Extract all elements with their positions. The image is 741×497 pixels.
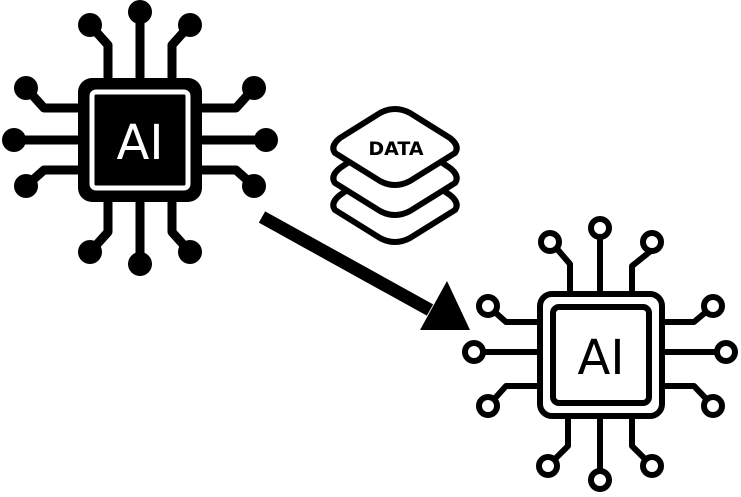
source-ai-chip: AI — [2, 0, 278, 276]
target-chip-body: AI — [537, 291, 665, 419]
target-chip-pins — [462, 216, 738, 492]
arrow-icon — [258, 211, 470, 330]
data-layer-top — [330, 106, 460, 188]
target-ai-chip: AI — [462, 216, 738, 492]
source-chip-label: AI — [117, 115, 164, 171]
source-chip-body: AI — [78, 78, 202, 202]
source-chip-pins — [2, 0, 278, 276]
target-chip-label: AI — [578, 330, 625, 386]
data-stack: DATA — [330, 106, 460, 245]
data-label: DATA — [368, 138, 423, 160]
